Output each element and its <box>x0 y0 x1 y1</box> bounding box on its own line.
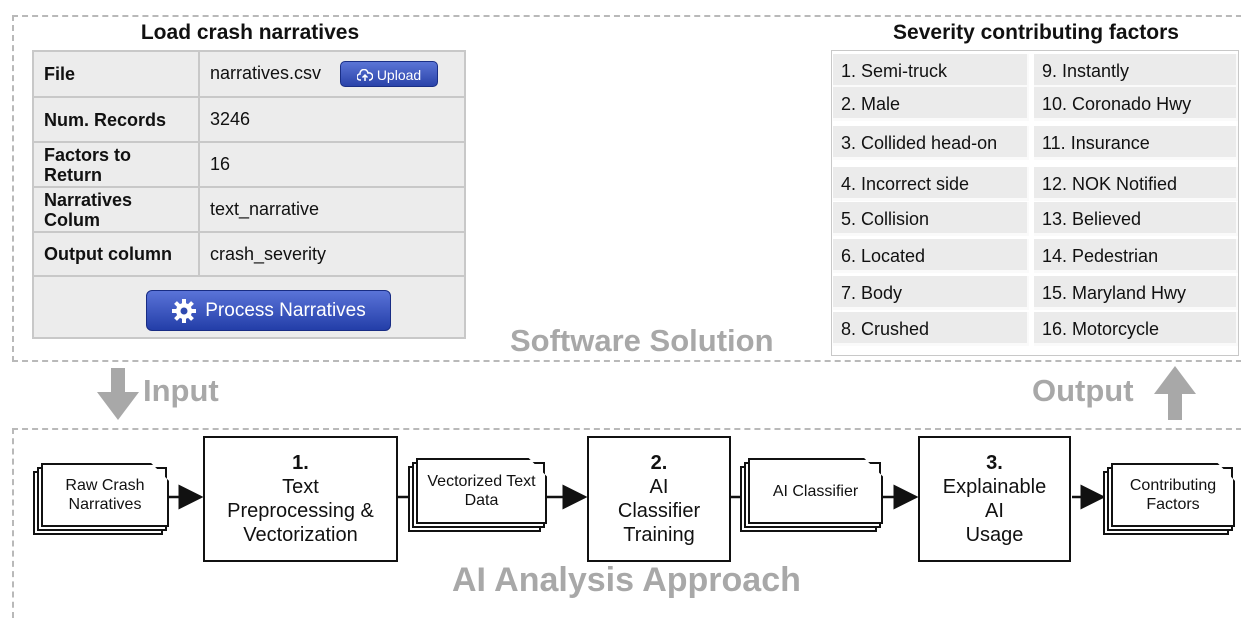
step-3-box: 3. Explainable AI Usage <box>918 436 1071 562</box>
process-label: Process Narratives <box>205 299 366 321</box>
narratives-column-value[interactable]: text_narrative <box>198 186 466 233</box>
load-form-table: File narratives.csv Upload Num. Records … <box>32 50 466 339</box>
step-3-number: 3. <box>986 452 1003 474</box>
step-2-number: 2. <box>650 452 668 474</box>
step-1-line-1: Text <box>282 476 319 498</box>
input-label: Input <box>143 373 219 408</box>
doc-contributing-factors: Contributing Factors <box>1111 463 1235 527</box>
ai-analysis-label: AI Analysis Approach <box>452 561 801 599</box>
upload-label: Upload <box>376 67 422 83</box>
file-label: File <box>32 50 200 98</box>
factor-item: 12. NOK Notified <box>1034 167 1238 201</box>
step-3-line-2: AI <box>985 500 1004 522</box>
ai-analysis-region <box>12 428 1241 618</box>
factor-item: 16. Motorcycle <box>1034 312 1238 346</box>
output-arrow-up-icon <box>1154 366 1196 420</box>
load-panel-title: Load crash narratives <box>140 21 360 44</box>
step-1-line-2: Preprocessing & <box>227 500 374 522</box>
step-2-line-1: AI <box>649 476 669 498</box>
factor-item: 9. Instantly <box>1034 54 1238 88</box>
factors-to-return-value[interactable]: 16 <box>198 141 466 188</box>
factor-item: 11. Insurance <box>1034 126 1238 160</box>
factor-item: 2. Male <box>833 87 1029 121</box>
factor-item: 5. Collision <box>833 202 1029 236</box>
step-3-line-3: Usage <box>965 524 1024 546</box>
narratives-column-label: Narratives Colum <box>32 186 200 233</box>
input-arrow-down-icon <box>97 368 139 420</box>
num-records-label: Num. Records <box>32 96 200 143</box>
factor-item: 14. Pedestrian <box>1034 239 1238 273</box>
upload-button[interactable]: Upload <box>340 61 439 87</box>
flow-arrows <box>169 484 1106 510</box>
doc-raw-crash-narratives: Raw Crash Narratives <box>41 463 169 527</box>
step-1-line-3: Vectorization <box>243 524 358 546</box>
factor-item: 8. Crushed <box>833 312 1029 346</box>
step-2-line-2: Classifier <box>617 500 701 522</box>
software-solution-label: Software Solution <box>510 323 774 358</box>
file-value: narratives.csv <box>210 62 322 83</box>
step-1-number: 1. <box>292 452 309 474</box>
output-column-value[interactable]: crash_severity <box>198 231 466 277</box>
factors-panel-title: Severity contributing factors <box>893 21 1179 44</box>
factors-to-return-label: Factors to Return <box>32 141 200 188</box>
software-solution-region <box>12 15 1241 362</box>
step-2-box: 2. AI Classifier Training <box>587 436 731 562</box>
file-cell: narratives.csv Upload <box>198 50 466 98</box>
output-label: Output <box>1032 373 1134 408</box>
step-2-line-3: Training <box>623 524 695 546</box>
cloud-upload-icon <box>356 68 374 81</box>
output-column-label: Output column <box>32 231 200 277</box>
gear-icon <box>172 298 197 323</box>
factor-item: 6. Located <box>833 239 1029 273</box>
factor-item: 15. Maryland Hwy <box>1034 276 1238 310</box>
factor-item: 7. Body <box>833 276 1029 310</box>
num-records-value[interactable]: 3246 <box>198 96 466 143</box>
factor-item: 13. Believed <box>1034 202 1238 236</box>
factor-item: 10. Coronado Hwy <box>1034 87 1238 121</box>
step-1-box: 1. Text Preprocessing & Vectorization <box>203 436 398 562</box>
doc-ai-classifier: AI Classifier <box>748 458 883 524</box>
factor-item: 3. Collided head-on <box>833 126 1029 160</box>
doc-vectorized-text-data: Vectorized Text Data <box>416 458 547 524</box>
factor-item: 1. Semi-truck <box>833 54 1029 88</box>
process-narratives-button[interactable]: Process Narratives <box>146 290 391 331</box>
step-3-line-1: Explainable <box>942 476 1047 498</box>
factor-item: 4. Incorrect side <box>833 167 1029 201</box>
